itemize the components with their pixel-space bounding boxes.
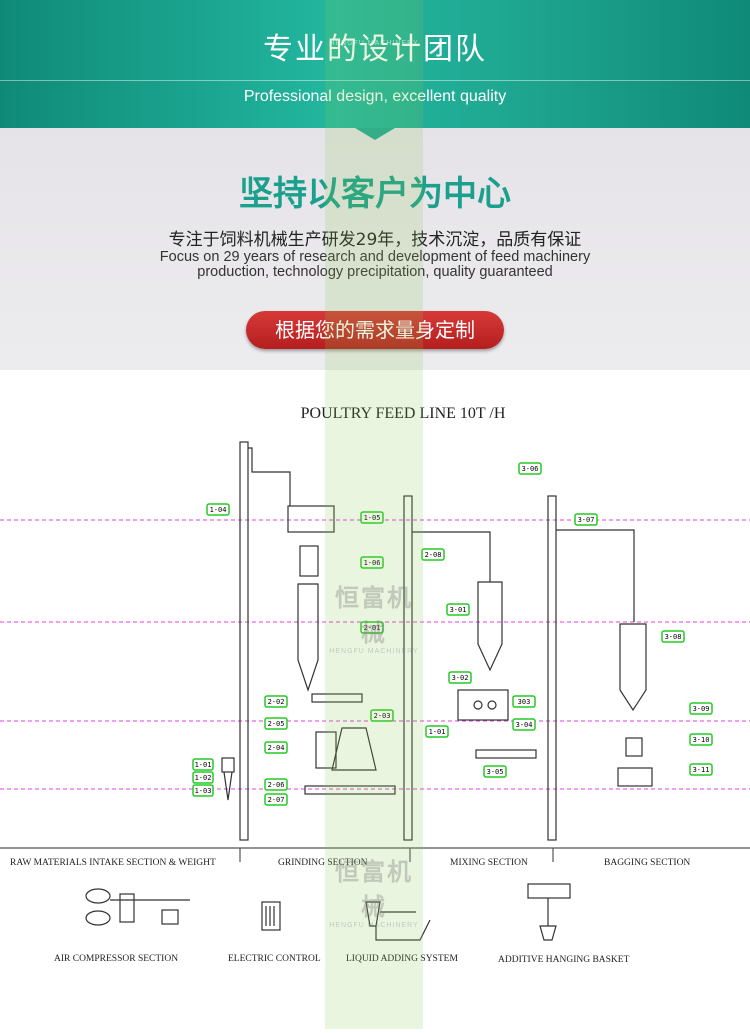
tag: 3-09	[693, 705, 710, 713]
slogan-desc-en-line1: Focus on 29 years of research and develo…	[159, 249, 591, 265]
header-banner: 专业的设计团队 Professional design, excellent q…	[0, 0, 750, 128]
tag: 1-05	[364, 514, 381, 522]
diagram-svg: POULTRY FEED LINE 10T /H	[0, 405, 750, 965]
custom-request-button[interactable]: 根据您的需求量身定制	[246, 311, 504, 349]
aux-labels: AIR COMPRESSOR SECTION ELECTRIC CONTROL …	[54, 954, 630, 965]
tag: 1-04	[210, 506, 227, 514]
slogan-title: 坚持以客户为中心	[239, 174, 511, 214]
tag: 3-01	[450, 606, 467, 614]
slogan-desc-en: Focus on 29 years of research and develo…	[0, 250, 750, 280]
tag: 2-01	[364, 624, 381, 632]
diagram-title: POULTRY FEED LINE 10T /H	[301, 405, 506, 422]
aux-label: ADDITIVE HANGING BASKET	[498, 955, 630, 965]
tag: 3-11	[693, 766, 710, 774]
aux-label: AIR COMPRESSOR SECTION	[54, 954, 178, 964]
tag: 2-06	[268, 781, 285, 789]
tag: 3-02	[452, 674, 469, 682]
aux-label: ELECTRIC CONTROL	[228, 954, 321, 964]
section-label: BAGGING SECTION	[604, 858, 690, 868]
tag: 3-05	[487, 768, 504, 776]
tag: 3-04	[516, 721, 533, 729]
slogan-band: 坚持以客户为中心 专注于饲料机械生产研发29年，技术沉淀，品质有保证 Focus…	[0, 128, 750, 370]
tag: 3-06	[522, 465, 539, 473]
tag: 1-01	[195, 761, 212, 769]
slogan-desc-en-line2: production, technology precipitation, qu…	[197, 264, 553, 280]
section-label: GRINDING SECTION	[278, 858, 368, 868]
equipment-drawing	[0, 441, 750, 941]
tag: 1-03	[195, 787, 212, 795]
banner-subtitle: Professional design, excellent quality	[243, 88, 507, 105]
tag: 2-02	[268, 698, 285, 706]
aux-label: LIQUID ADDING SYSTEM	[346, 954, 458, 964]
tag: 2-03	[374, 712, 391, 720]
equipment-tags: 1-04 1-05 1-06 2-08 2-01 3-01 3-06 3-07 …	[192, 462, 713, 806]
slogan-desc-zh: 专注于饲料机械生产研发29年，技术沉淀，品质有保证	[168, 230, 582, 250]
tag: 1-02	[195, 774, 212, 782]
tag: 2-04	[268, 744, 285, 752]
tag: 2-07	[268, 796, 285, 804]
tag: 3-07	[578, 516, 595, 524]
banner-notch	[355, 128, 395, 140]
tag: 303	[518, 698, 531, 706]
section-label: RAW MATERIALS INTAKE SECTION & WEIGHT	[10, 858, 216, 868]
section-labels: RAW MATERIALS INTAKE SECTION & WEIGHT GR…	[10, 858, 690, 868]
tag: 1-06	[364, 559, 381, 567]
section-label: MIXING SECTION	[450, 858, 528, 868]
tag: 2-05	[268, 720, 285, 728]
banner-title: 专业的设计团队	[263, 32, 487, 67]
process-diagram: POULTRY FEED LINE 10T /H	[0, 370, 750, 1029]
tag: 3-08	[665, 633, 682, 641]
banner-divider	[0, 80, 750, 81]
tag: 1-01	[429, 728, 446, 736]
tag: 2-08	[425, 551, 442, 559]
tag: 3-10	[693, 736, 710, 744]
